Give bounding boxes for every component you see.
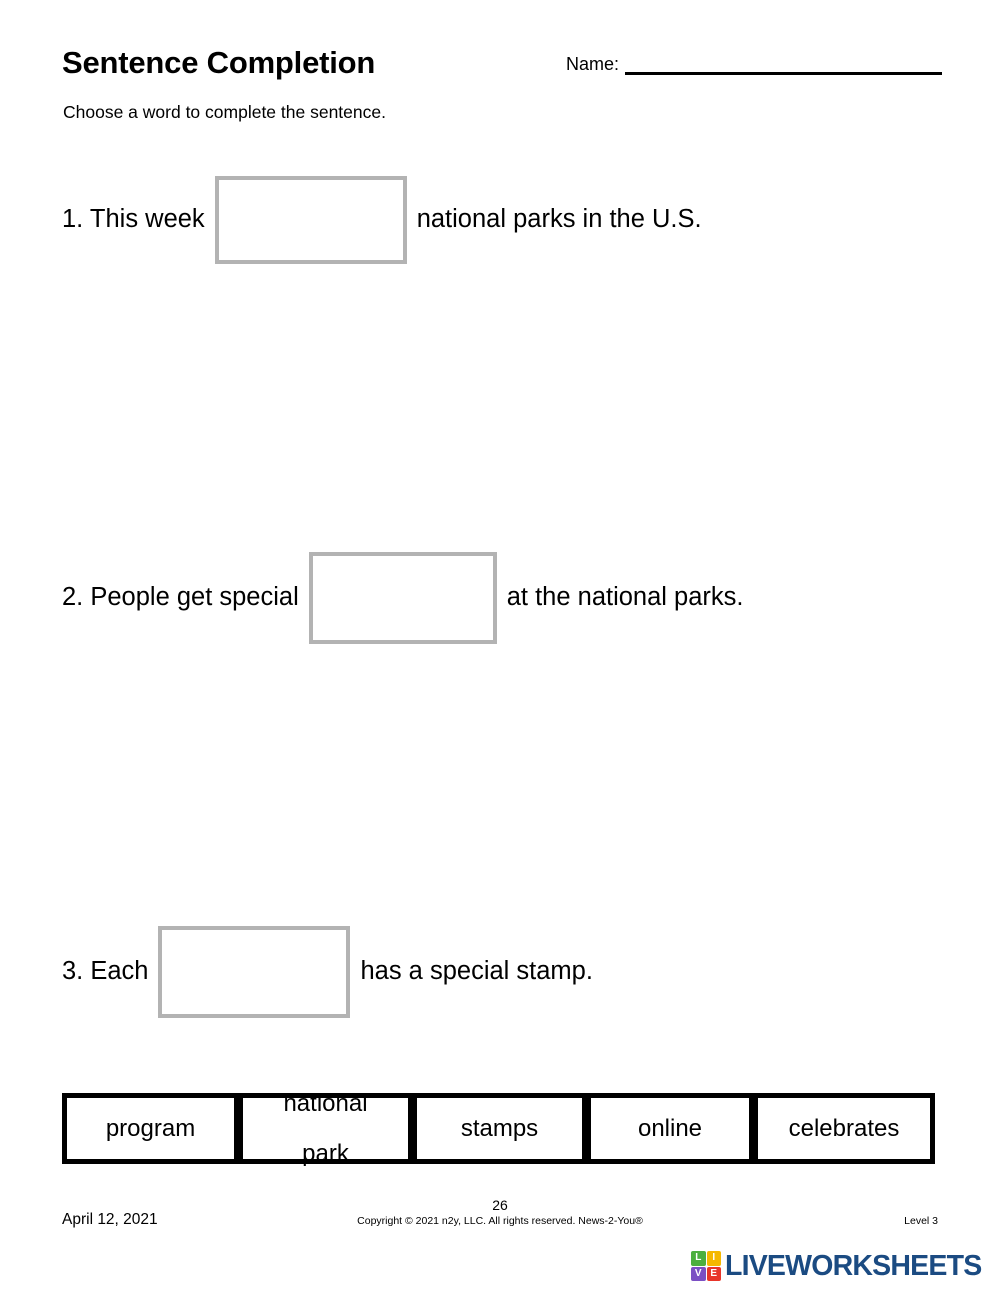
name-label: Name: xyxy=(566,54,620,74)
footer-center: 26 Copyright © 2021 n2y, LLC. All rights… xyxy=(0,1197,1000,1228)
page-title: Sentence Completion xyxy=(62,45,376,80)
questions-list: 1. This week national parks in the U.S. … xyxy=(0,152,1000,1092)
name-field: Name: xyxy=(566,54,942,75)
question-1-text-before: 1. This week xyxy=(62,205,205,234)
name-input-line[interactable] xyxy=(625,54,942,75)
question-row: 4. Now the NPS has an Passport program. xyxy=(0,716,1000,904)
question-1-text-after: national parks in the U.S. xyxy=(416,205,702,234)
word-bank-option-4-line1: online xyxy=(637,1114,703,1142)
question-row: 3. Each has a special stamp. xyxy=(0,528,1000,1018)
question-2-text-after: at the national parks. xyxy=(506,583,744,612)
word-bank-option-2[interactable]: national park xyxy=(238,1089,413,1168)
liveworksheets-logo: L I V E LIVEWORKSHEETS xyxy=(691,1249,982,1283)
level-label: Level 3 xyxy=(904,1215,938,1227)
logo-tile-v: V xyxy=(691,1266,706,1281)
liveworksheets-wordmark: LIVEWORKSHEETS xyxy=(725,1249,982,1282)
answer-box-3[interactable] xyxy=(158,926,351,1018)
word-bank-option-2-line1: national xyxy=(283,1089,368,1117)
liveworksheets-mark-icon: L I V E xyxy=(691,1251,721,1281)
question-row: 5. The NPS has an online Junior Ranger t… xyxy=(0,904,1000,1092)
word-bank: program national park stamps online cele… xyxy=(62,1089,938,1168)
answer-box-2[interactable] xyxy=(308,552,497,644)
copyright-text: Copyright © 2021 n2y, LLC. All rights re… xyxy=(357,1215,643,1228)
question-row: 1. This week national parks in the U.S. xyxy=(0,152,1000,340)
footer-date: April 12, 2021 xyxy=(62,1211,158,1228)
question-row: 2. People get special at the national pa… xyxy=(0,340,1000,644)
answer-box-1[interactable] xyxy=(214,176,407,264)
page-number: 26 xyxy=(492,1197,508,1213)
word-bank-option-5[interactable]: celebrates xyxy=(753,1093,935,1164)
word-bank-option-1[interactable]: program xyxy=(62,1093,239,1164)
word-bank-option-4[interactable]: online xyxy=(586,1093,754,1164)
logo-tile-l: L xyxy=(691,1251,706,1266)
question-1: 1. This week national parks in the U.S. xyxy=(62,176,702,264)
instructions-text: Choose a word to complete the sentence. xyxy=(63,102,386,122)
question-2-text-before: 2. People get special xyxy=(62,583,299,612)
question-3-text-after: has a special stamp. xyxy=(360,957,593,986)
word-bank-option-5-line1: celebrates xyxy=(788,1114,900,1142)
logo-tile-e: E xyxy=(706,1266,721,1281)
worksheet-footer: April 12, 2021 26 Copyright © 2021 n2y, … xyxy=(0,1197,1000,1248)
word-bank-option-3[interactable]: stamps xyxy=(412,1093,587,1164)
logo-tile-i: I xyxy=(706,1251,721,1266)
question-3: 3. Each has a special stamp. xyxy=(62,926,593,1018)
word-bank-option-2-line2: park xyxy=(302,1140,349,1168)
word-bank-option-1-line1: program xyxy=(105,1114,196,1142)
worksheet-header: Sentence Completion Choose a word to com… xyxy=(62,45,942,136)
word-bank-option-3-line1: stamps xyxy=(460,1114,539,1142)
question-2: 2. People get special at the national pa… xyxy=(62,552,743,644)
question-3-text-before: 3. Each xyxy=(62,957,149,986)
